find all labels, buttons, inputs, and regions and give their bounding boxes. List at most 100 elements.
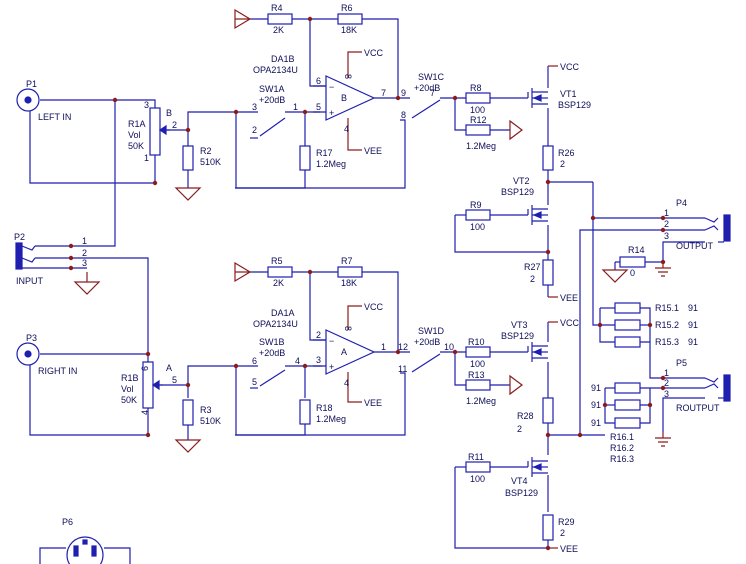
label-p1: P1: [26, 79, 37, 89]
label-r9: R9: [470, 200, 482, 210]
label-vt4: VT4: [511, 476, 528, 486]
label-sw1c: SW1C: [418, 72, 445, 82]
label-node-a: A: [166, 363, 172, 373]
label-r3: R3: [200, 405, 212, 415]
pin-numbers: 1 2 3 1 2 3 1 2 3 3 2 1 6 5 4 6 5 7 8 4 …: [82, 74, 669, 415]
label-p2: P2: [14, 232, 25, 242]
pin-p2-2: 2: [82, 248, 87, 258]
pin-r1b-4: 4: [140, 410, 150, 415]
r12-resistor: [465, 124, 491, 136]
pin-da1a-8: 8: [343, 326, 353, 331]
label-r16-3: R16.3: [610, 454, 634, 464]
label-r26-val: 2: [560, 159, 565, 169]
label-r16-val-1: 91: [591, 383, 601, 393]
label-r16-val-3: 91: [591, 418, 601, 428]
label-sw1b-gain: +20dB: [259, 348, 285, 358]
pin-sw1b-6: 6: [252, 356, 257, 366]
label-r2-val: 510K: [200, 157, 221, 167]
r9-resistor: [465, 209, 491, 221]
label-vt1-part: BSP129: [558, 100, 591, 110]
label-r10: R10: [468, 337, 485, 347]
label-r15-2: R15.2: [655, 320, 679, 330]
label-r15-1-val: 91: [688, 303, 698, 313]
label-vt3-part: BSP129: [501, 331, 534, 341]
p4-jack-connector: [704, 214, 731, 243]
label-da1b-part: OPA2134U: [253, 65, 298, 75]
label-routput: ROUTPUT: [676, 403, 720, 413]
r26-resistor: [542, 145, 554, 171]
r1a-potentiometer: [149, 107, 170, 156]
label-sw1b: SW1B: [259, 337, 285, 347]
da1b-opamp: [313, 75, 376, 121]
label-r15-1: R15.1: [655, 303, 679, 313]
p3-rca-jack: [16, 342, 40, 366]
r28-resistor: [542, 397, 554, 424]
label-r9-val: 100: [470, 222, 485, 232]
label-r8-val: 100: [470, 105, 485, 115]
label-opamp-b-minus: −: [329, 82, 334, 92]
label-r6-val: 18K: [341, 25, 357, 35]
label-r16-1: R16.1: [610, 432, 634, 442]
r1b-potentiometer: [142, 361, 163, 409]
label-r5: R5: [271, 256, 283, 266]
r29-resistor: [542, 514, 554, 541]
pin-sw1b-4: 4: [295, 356, 300, 366]
label-r1b-vol: Vol: [121, 384, 134, 394]
pin-p2-1: 1: [82, 236, 87, 246]
pin-p5-2: 2: [664, 378, 669, 388]
label-r7: R7: [341, 256, 353, 266]
label-r26: R26: [558, 148, 575, 158]
pin-p4-2: 2: [664, 219, 669, 229]
pin-r1a-1: 1: [144, 153, 149, 163]
label-r29-val: 2: [560, 528, 565, 538]
label-r16-2: R16.2: [610, 443, 634, 453]
label-vee-1: VEE: [364, 146, 382, 156]
label-vcc-3: VCC: [364, 302, 384, 312]
junction-dots: [68, 16, 666, 551]
r15-2-resistor: [614, 319, 641, 331]
label-r5-val: 2K: [273, 278, 284, 288]
label-vcc-2: VCC: [560, 62, 580, 72]
pin-r1a-3: 3: [144, 100, 149, 110]
label-vt4-part: BSP129: [505, 488, 538, 498]
r13-resistor: [465, 379, 491, 391]
p1-rca-jack: [16, 88, 40, 112]
label-r27-val: 2: [530, 274, 535, 284]
label-sw1d: SW1D: [418, 326, 445, 336]
label-r18-val: 1.2Meg: [316, 414, 346, 424]
vt3-transistor: [527, 342, 548, 362]
label-vcc-1: VCC: [364, 48, 384, 58]
label-opamp-a: A: [341, 347, 347, 357]
label-r12: R12: [470, 115, 487, 125]
pin-sw1c-7: 7: [430, 88, 435, 98]
label-r1a: R1A: [128, 119, 146, 129]
r7-resistor: [337, 266, 363, 278]
label-r6: R6: [341, 3, 353, 13]
pin-da1b-4: 4: [344, 124, 349, 134]
label-vt1: VT1: [560, 89, 577, 99]
pin-da1b-6: 6: [316, 76, 321, 86]
label-sw1c-gain: +20dB: [414, 83, 440, 93]
p6-power-connector: [39, 536, 131, 564]
label-r15-3-val: 91: [688, 337, 698, 347]
pin-sw1a-2: 2: [252, 125, 257, 135]
label-r17-val: 1.2Meg: [316, 159, 346, 169]
r3-resistor: [182, 399, 194, 426]
label-r11-val: 100: [470, 474, 485, 484]
label-r28-val: 2: [517, 424, 522, 434]
label-p6: P6: [62, 517, 73, 527]
vt1-transistor: [527, 88, 548, 108]
wires-top-channel: [29, 18, 705, 435]
label-sw1a-gain: +20dB: [259, 95, 285, 105]
r17-resistor: [299, 145, 311, 171]
label-r11: R11: [468, 452, 484, 462]
r16-3-resistor: [614, 417, 641, 429]
pin-r1b-6: 6: [140, 366, 150, 371]
label-opamp-a-minus: −: [329, 336, 334, 346]
r16-1-resistor: [614, 382, 641, 394]
pin-p2-3: 3: [82, 258, 87, 268]
label-r15-2-val: 91: [688, 320, 698, 330]
r4-resistor: [267, 13, 293, 25]
label-opamp-b-plus: +: [329, 108, 334, 118]
